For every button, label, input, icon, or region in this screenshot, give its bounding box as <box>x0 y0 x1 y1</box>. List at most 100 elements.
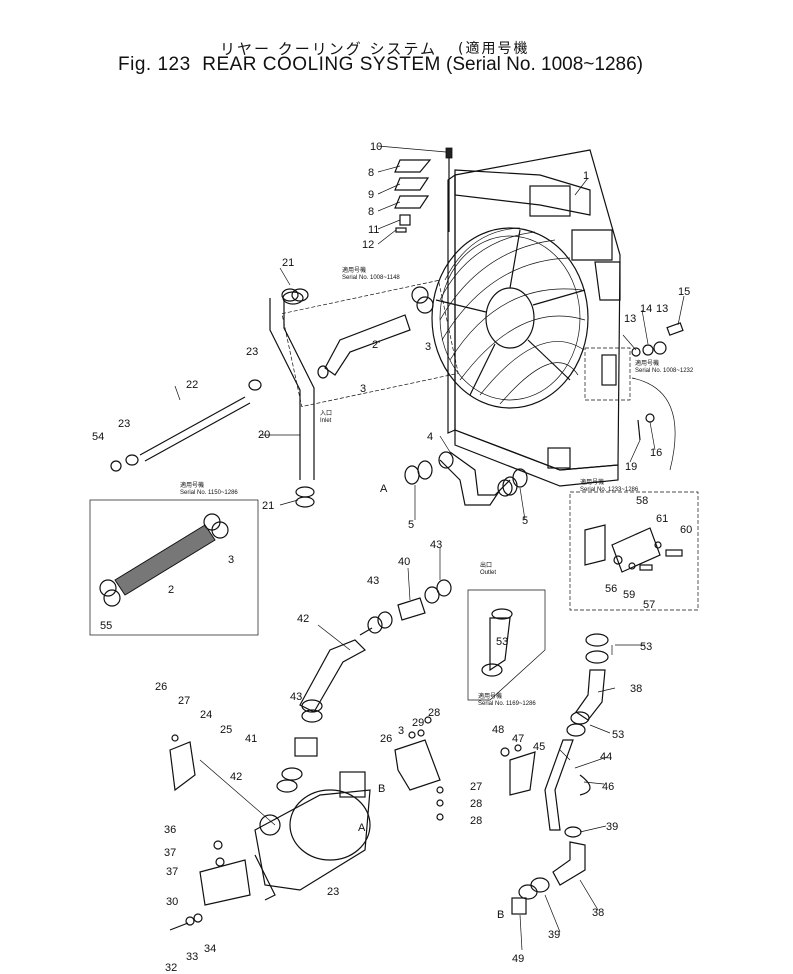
title-japanese: リヤー クーリング システム <box>220 40 438 58</box>
clamps-17 <box>281 288 315 508</box>
serial-notes: 適用号機 Serial No. 1008~1148 適用号機 Serial No… <box>180 266 694 707</box>
label-46: 44 <box>600 751 612 763</box>
label-6a: 8 <box>368 167 374 179</box>
mount-hardware <box>394 147 453 233</box>
label-40a: 39 <box>606 821 618 833</box>
bracket-25 <box>394 716 444 821</box>
pump-hoses-42-43 <box>276 699 323 793</box>
label-19a: 23 <box>246 346 258 358</box>
label-13: 15 <box>678 286 690 298</box>
bracket-inset-56-61 <box>569 491 699 611</box>
label-58: 59 <box>623 589 635 601</box>
label-59: 58 <box>636 495 648 507</box>
letter-b-pipe: B <box>497 909 504 921</box>
label-27: 28 <box>470 798 482 810</box>
label-32: 30 <box>166 896 178 908</box>
label-8: 10 <box>370 141 382 153</box>
letter-a-hose: A <box>380 483 388 495</box>
label-56: 56 <box>605 583 617 595</box>
label-54: 55 <box>100 620 112 632</box>
note-3: Serial No. 1233~1286 <box>580 487 639 493</box>
pipe-18 <box>110 379 262 472</box>
part-labels: 1 10 8 9 8 11 12 21 23 22 23 54 20 21 2'… <box>92 141 692 974</box>
label-55c: 53 <box>612 729 624 741</box>
bracket-11-13 <box>584 322 684 471</box>
hose-41 <box>359 579 452 636</box>
label-1: 1 <box>583 170 589 182</box>
figure-number: Fig. 123 <box>118 54 191 75</box>
letter-b-pump: B <box>378 783 385 795</box>
label-19b: 23 <box>118 418 130 430</box>
inlet-label: Inlet <box>320 418 332 424</box>
label-37: 37 <box>164 847 176 859</box>
label-28: 28 <box>470 815 482 827</box>
label-15: 19 <box>625 461 637 473</box>
label-26: 27 <box>470 781 482 793</box>
label-41: 40 <box>398 556 410 568</box>
hose-16 <box>269 291 315 480</box>
note-3-jp: 適用号機 <box>580 478 604 486</box>
label-22: 25 <box>220 724 232 736</box>
parts-40-51 <box>511 877 550 915</box>
label-47: 45 <box>533 741 545 753</box>
label-2: 2 <box>168 584 174 596</box>
hose-4 <box>404 451 528 506</box>
label-3c: 3 <box>228 554 234 566</box>
label-35: 34 <box>204 943 216 955</box>
label-57: 57 <box>643 599 655 611</box>
label-24: 27 <box>178 695 190 707</box>
label-48: 46 <box>602 781 614 793</box>
label-11a: 13 <box>624 313 636 325</box>
label-4: 4 <box>427 431 433 443</box>
label-55b: 53 <box>640 641 652 653</box>
note-5-jp: 適用号機 <box>478 692 502 700</box>
hose-2-inset <box>89 499 259 636</box>
outlet-label: Outlet <box>480 570 496 576</box>
label-40b: 39 <box>548 929 560 941</box>
label-50: 48 <box>492 724 504 736</box>
label-3a: 3 <box>425 341 431 353</box>
label-60: 60 <box>680 524 692 536</box>
label-38: 37 <box>166 866 178 878</box>
note-4-jp: 適用号機 <box>180 481 204 489</box>
label-18: 22 <box>186 379 198 391</box>
note-5: Serial No. 1169~1286 <box>478 701 536 707</box>
label-11b: 13 <box>656 303 668 315</box>
bracket-21 <box>169 734 276 826</box>
label-17a: 21 <box>282 257 294 269</box>
bracket-32 <box>169 840 251 931</box>
label-10: 12 <box>362 239 374 251</box>
label-53: 54 <box>92 431 104 443</box>
note-4: Serial No. 1150~1286 <box>180 490 238 496</box>
label-45b: 43 <box>367 575 379 587</box>
label-6b: 8 <box>368 206 374 218</box>
serial-range: (Serial No. 1008~1286) <box>446 54 643 75</box>
label-16: 20 <box>258 429 270 441</box>
hose-39-46 <box>544 633 609 886</box>
label-29: 28 <box>428 707 440 719</box>
radiator-assembly <box>431 149 621 487</box>
pump-20 <box>254 771 371 901</box>
label-3b: 3 <box>360 383 366 395</box>
hose-44 <box>299 639 366 713</box>
label-3d: 3 <box>398 725 404 737</box>
letter-a-pump: A <box>358 822 366 834</box>
note-2: Serial No. 1008~1232 <box>635 368 694 374</box>
label-34: 33 <box>186 951 198 963</box>
label-21: 24 <box>200 709 212 721</box>
label-30: 29 <box>412 717 424 729</box>
label-20: 23 <box>327 886 339 898</box>
label-45a: 43 <box>430 539 442 551</box>
label-14: 16 <box>650 447 662 459</box>
label-5a: 5 <box>408 519 414 531</box>
label-55a: 53 <box>496 636 508 648</box>
label-45c: 43 <box>290 691 302 703</box>
label-49: 47 <box>512 733 524 745</box>
label-5b: 5 <box>522 515 528 527</box>
figure-title: Fig. 123 REAR COOLING SYSTEM <box>118 54 441 76</box>
label-61: 61 <box>656 513 668 525</box>
label-2-prime: 2' <box>372 339 380 351</box>
label-43: 42 <box>230 771 242 783</box>
note-1-jp: 適用号機 <box>342 266 366 274</box>
